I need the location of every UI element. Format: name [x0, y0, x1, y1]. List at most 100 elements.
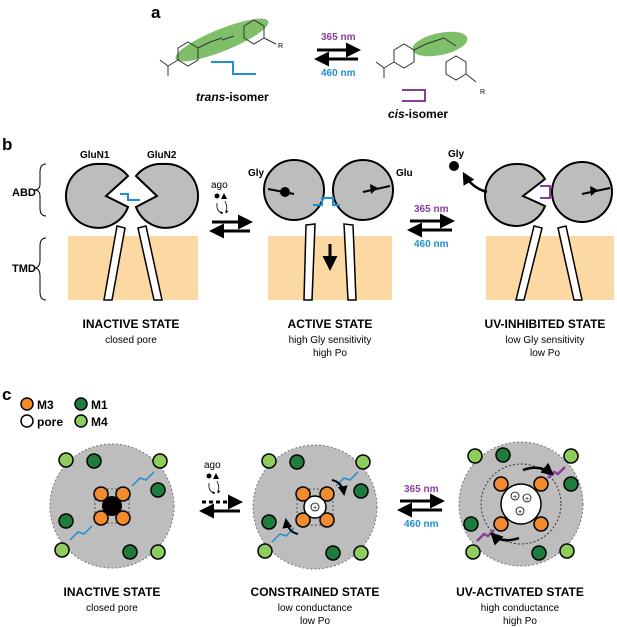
state-desc-inactive-b: closed pore: [105, 335, 157, 346]
legend-m3-label: M3: [37, 398, 54, 412]
rotation-arrow: [490, 532, 520, 546]
rotation-arrow: [522, 462, 554, 476]
agonist-label-c: ago: [204, 460, 221, 471]
m1-helix: [122, 544, 138, 560]
m4-helix: [465, 544, 481, 560]
m4-helix: [150, 544, 166, 560]
cation: [522, 493, 532, 503]
closed-pore: [102, 496, 122, 516]
m3-helix: [295, 486, 311, 502]
cation: [310, 502, 320, 512]
legend-m3-swatch: [20, 397, 34, 411]
m4-helix: [355, 454, 371, 470]
constrained-top-view: +: [252, 444, 378, 570]
glu-ligand-bound: [370, 184, 378, 194]
state-desc-activated-c-1: high conductance: [481, 603, 560, 614]
state-title-inactive-c: INACTIVE STATE: [64, 585, 161, 599]
open-pore-large: [500, 483, 542, 525]
m1-helix: [463, 516, 479, 532]
panel-a-uv-label: 365 nm: [321, 32, 356, 43]
state-title-constrained-c: CONSTRAINED STATE: [251, 585, 380, 599]
state-desc-active-b-2: high Po: [313, 348, 347, 359]
blue-label-c: 460 nm: [404, 519, 439, 530]
m3-square-constrained: [296, 488, 334, 526]
glun1-abd-inactive: [65, 162, 130, 229]
tm-helix-left-active: [303, 223, 316, 301]
legend-m1-swatch: [74, 397, 88, 411]
uv-label-c: 365 nm: [404, 484, 439, 495]
abd-label: ABD: [12, 187, 36, 199]
m3-square-inactive: [94, 488, 130, 524]
state-desc-constrained-c-1: low conductance: [278, 603, 353, 614]
glu-triangle-small-b: [221, 193, 227, 199]
cation-symbol: +: [518, 509, 522, 516]
gly-ligand-released: [449, 161, 459, 171]
trans-r-group: R: [278, 43, 283, 50]
m1-helix: [325, 545, 341, 561]
trans-switch-icon: [211, 61, 256, 75]
glun1-abd-inhibited: [484, 162, 547, 227]
tmd-brace: [33, 237, 47, 301]
rotation-arrow: [282, 518, 299, 535]
gly-label-released: Gly: [448, 149, 465, 160]
m3-helix: [533, 476, 549, 492]
cation: [515, 506, 525, 516]
rotation-arrow: [331, 479, 348, 496]
expanded-ring: [480, 463, 562, 545]
m3-helix: [319, 486, 335, 502]
m1-helix: [495, 447, 511, 463]
state-desc-inhibited-b-1: low Gly sensitivity: [506, 335, 585, 346]
m4-helix: [563, 448, 579, 464]
state-desc-constrained-c-2: low Po: [300, 616, 330, 627]
uv-inhibited-receptor: [449, 161, 614, 301]
uv-activated-top-view: [458, 441, 584, 567]
state-title-inhibited-b: UV-INHIBITED STATE: [485, 317, 606, 331]
m3-helix: [319, 512, 335, 528]
tmd-label: TMD: [12, 263, 36, 275]
uv-label-b: 365 nm: [414, 204, 449, 215]
state-title-inactive-b: INACTIVE STATE: [83, 317, 180, 331]
cis-isomer-structure: [375, 31, 477, 83]
glun2-abd-active: [332, 159, 394, 221]
linker-c-inactive-1: [131, 471, 155, 487]
panel-c-label: c: [2, 385, 11, 404]
panel-b-label: b: [2, 135, 12, 154]
gly-release-arrow: [462, 171, 488, 194]
linker-c-constrained-2: [271, 527, 295, 543]
cation-symbol: +: [513, 494, 517, 501]
m3-helix: [493, 516, 509, 532]
cation-symbol: +: [525, 496, 529, 503]
active-receptor: [263, 159, 394, 301]
m3-helix: [533, 516, 549, 532]
m3-helix: [93, 486, 109, 502]
legend-m4-label: M4: [91, 415, 108, 429]
glun2-abd-inactive: [134, 162, 199, 229]
m4-helix: [58, 452, 74, 468]
cis-switch-icon: [402, 89, 426, 102]
inactive-receptor: [65, 162, 199, 301]
gly-dot-small-c: [206, 473, 212, 479]
blue-label-b: 460 nm: [414, 239, 449, 250]
m3-helix: [93, 510, 109, 526]
cation-symbol: +: [313, 505, 317, 512]
glu-triangle-small-c: [213, 473, 219, 479]
m3-helix: [295, 512, 311, 528]
m4-helix: [152, 453, 168, 469]
m4-helix: [559, 543, 575, 559]
cis-left-ring: [393, 43, 415, 69]
linker-inactive: [120, 193, 140, 201]
glun1-abd-active: [263, 159, 325, 221]
agonist-glyphs-b: [214, 193, 229, 215]
tm-helix-right-active: [343, 223, 357, 301]
state-desc-inactive-c: closed pore: [86, 603, 138, 614]
cation: [510, 491, 520, 501]
m1-helix: [150, 482, 166, 498]
state-desc-inhibited-b-2: low Po: [530, 348, 560, 359]
membrane-slab-inhibited: [486, 236, 614, 300]
m1-helix: [353, 483, 369, 499]
agonist-label-b: ago: [211, 180, 228, 191]
linker-active: [313, 197, 340, 206]
m4-helix: [261, 453, 277, 469]
trans-isomer-structure: [159, 18, 277, 76]
